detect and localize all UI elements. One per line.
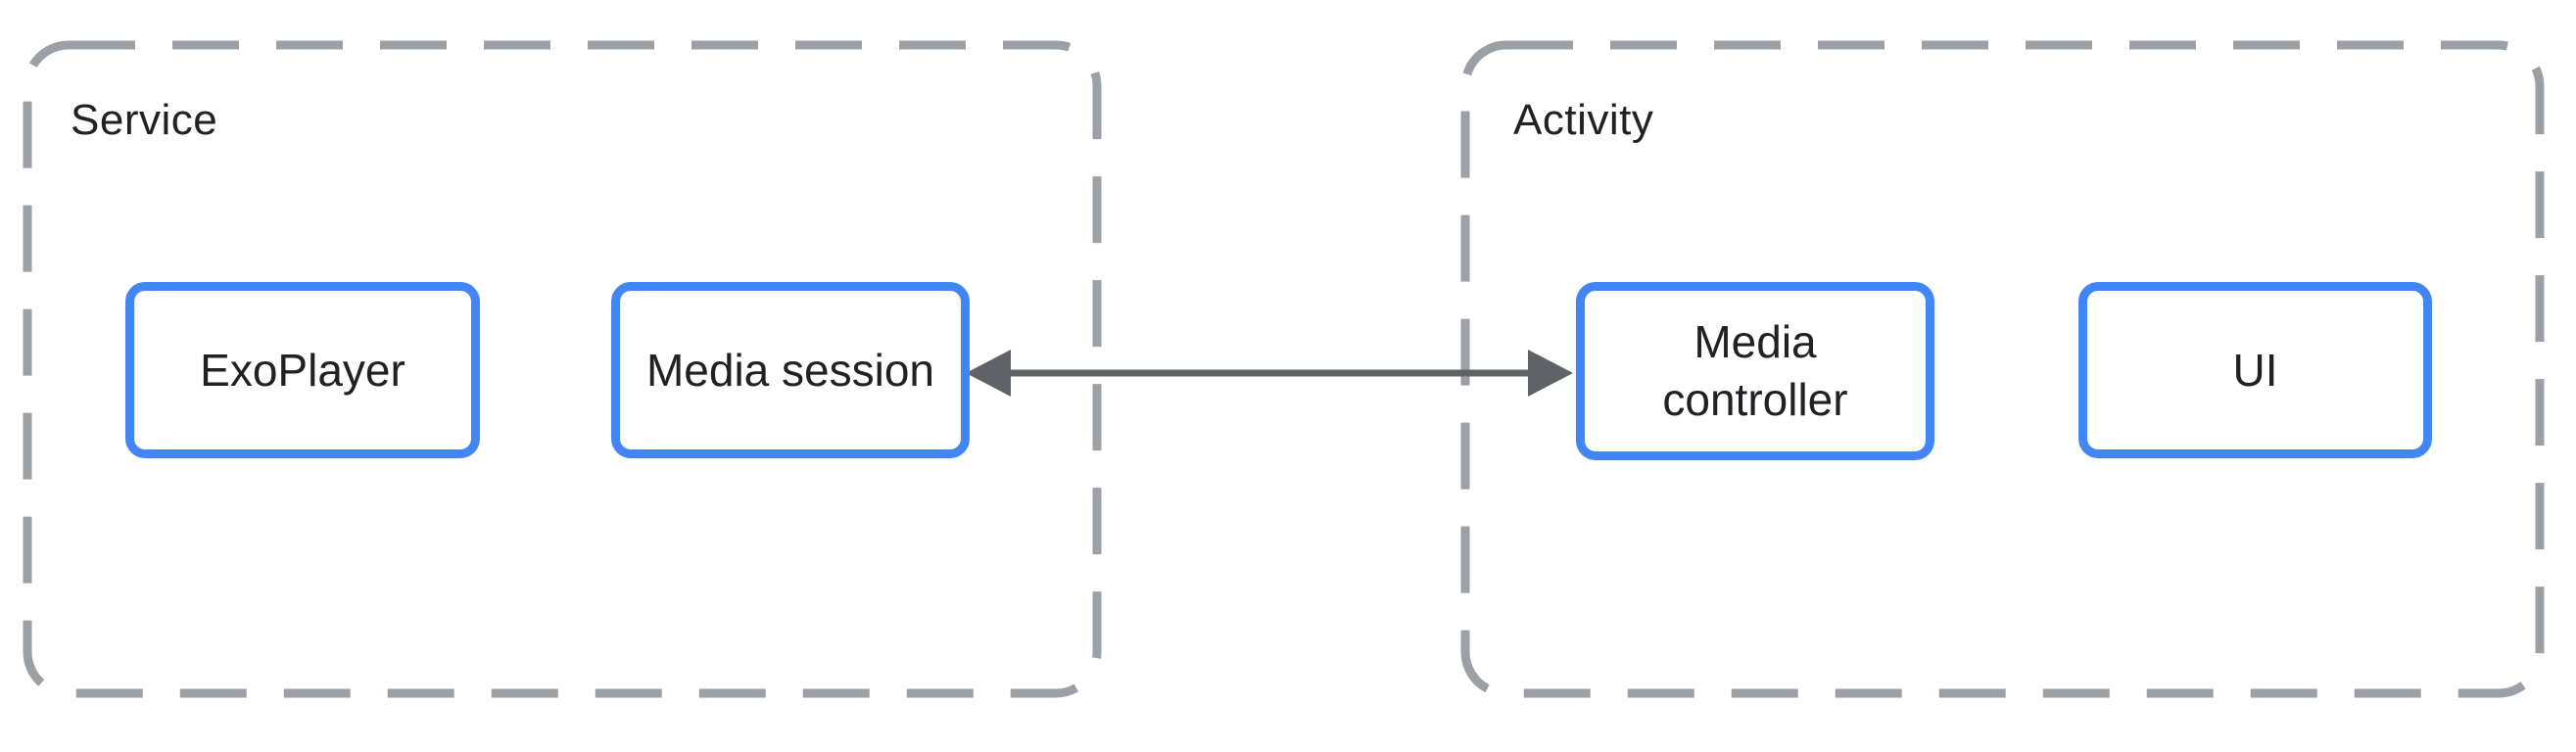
- activity-group-outline: [1460, 40, 2545, 698]
- media-session-node-label: Media session: [645, 344, 935, 396]
- media-session-node: Media session: [611, 282, 970, 458]
- ui-node-label: UI: [2232, 344, 2278, 396]
- exoplayer-node: ExoPlayer: [125, 282, 480, 458]
- media-controller-node-label: Media controller: [1662, 316, 1848, 425]
- activity-group-label: Activity: [1513, 96, 1654, 144]
- service-group-outline: [23, 40, 1102, 698]
- bidirectional-arrow-icon: [966, 350, 1573, 397]
- service-group-label: Service: [71, 96, 218, 144]
- media-controller-node: Media controller: [1576, 282, 1934, 460]
- exoplayer-node-label: ExoPlayer: [200, 344, 405, 396]
- ui-node: UI: [2078, 282, 2432, 458]
